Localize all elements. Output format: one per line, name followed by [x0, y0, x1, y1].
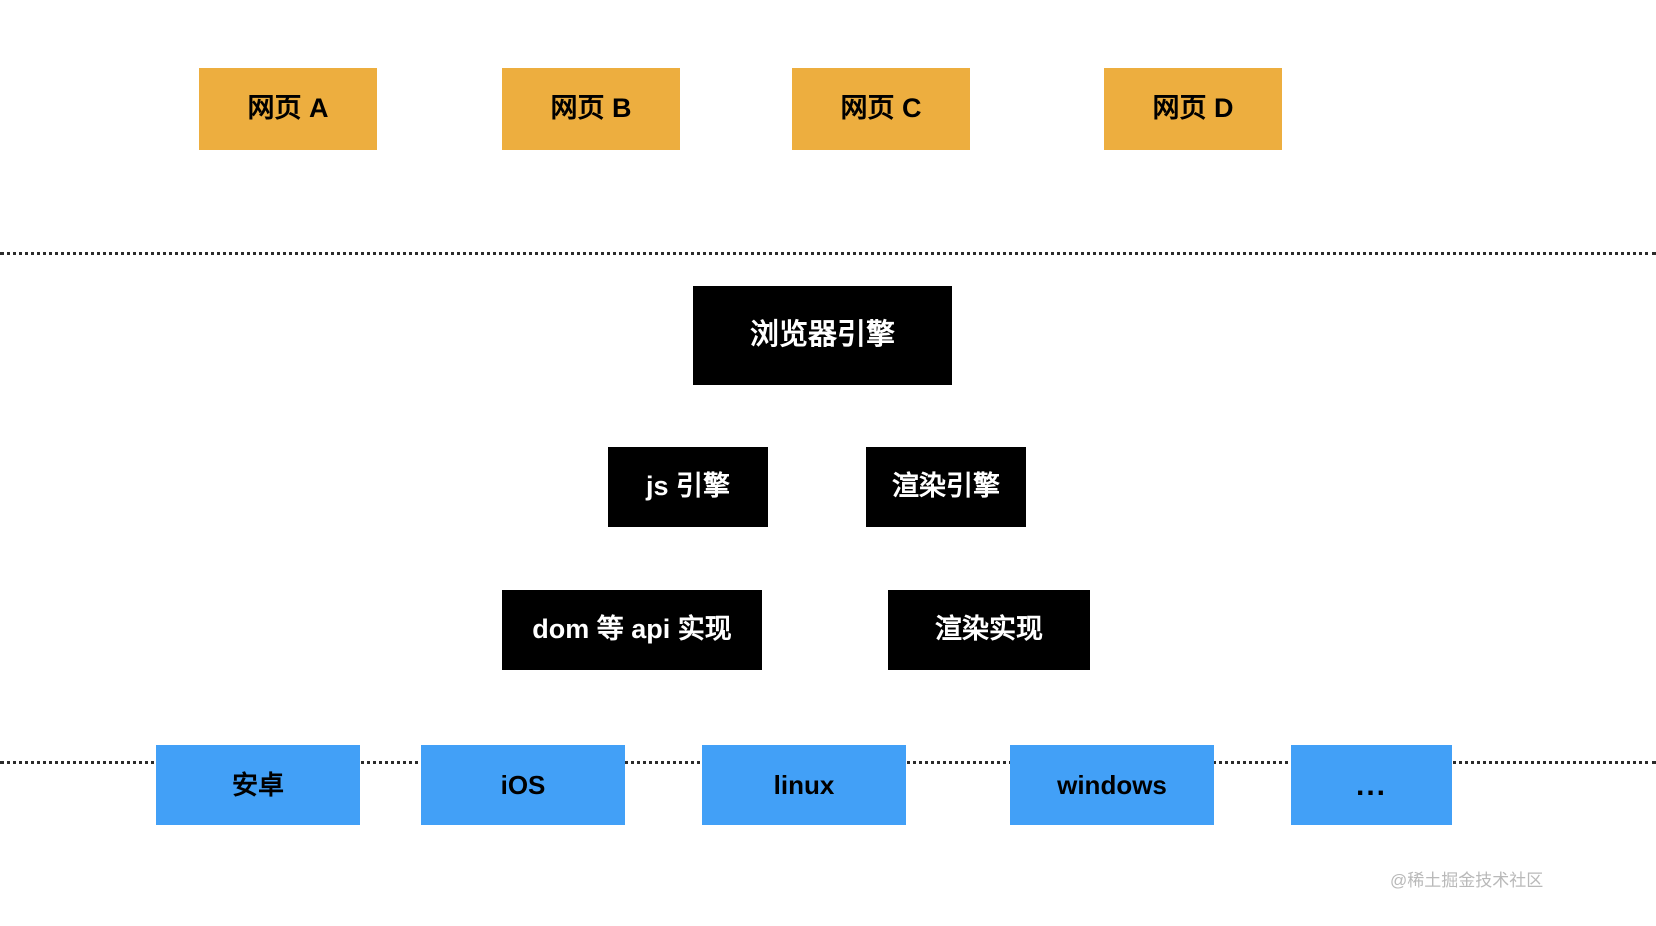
web-page-box-c: 网页 C — [792, 68, 970, 150]
js-engine-label: js 引擎 — [645, 471, 731, 502]
dom-api-impl-box: dom 等 api 实现 — [502, 590, 762, 670]
os-box-more: ... — [1291, 745, 1452, 825]
os-box-linux: linux — [702, 745, 906, 825]
os-label-more: ... — [1355, 768, 1387, 802]
os-label-linux: linux — [773, 769, 835, 800]
top-divider — [0, 252, 1656, 255]
watermark: @稀土掘金技术社区 — [1390, 871, 1544, 890]
os-box-windows: windows — [1010, 745, 1214, 825]
web-page-label-d: 网页 D — [1152, 93, 1234, 124]
render-impl-label: 渲染实现 — [935, 614, 1043, 645]
web-page-box-a: 网页 A — [199, 68, 377, 150]
js-engine-box: js 引擎 — [608, 447, 768, 527]
os-box-ios: iOS — [421, 745, 625, 825]
render-engine-label: 渲染引擎 — [892, 471, 1000, 502]
render-engine-box: 渲染引擎 — [866, 447, 1026, 527]
browser-engine-label: 浏览器引擎 — [749, 318, 895, 351]
os-label-ios: iOS — [500, 769, 546, 800]
render-impl-box: 渲染实现 — [888, 590, 1090, 670]
web-page-label-a: 网页 A — [247, 93, 329, 124]
os-label-windows: windows — [1057, 769, 1167, 800]
web-page-label-b: 网页 B — [550, 93, 632, 124]
web-page-box-d: 网页 D — [1104, 68, 1282, 150]
web-page-label-c: 网页 C — [840, 93, 922, 124]
os-label-android: 安卓 — [231, 769, 284, 800]
web-page-box-b: 网页 B — [502, 68, 680, 150]
browser-engine-box: 浏览器引擎 — [693, 286, 952, 385]
os-box-android: 安卓 — [156, 745, 360, 825]
dom-api-impl-label: dom 等 api 实现 — [532, 614, 732, 645]
